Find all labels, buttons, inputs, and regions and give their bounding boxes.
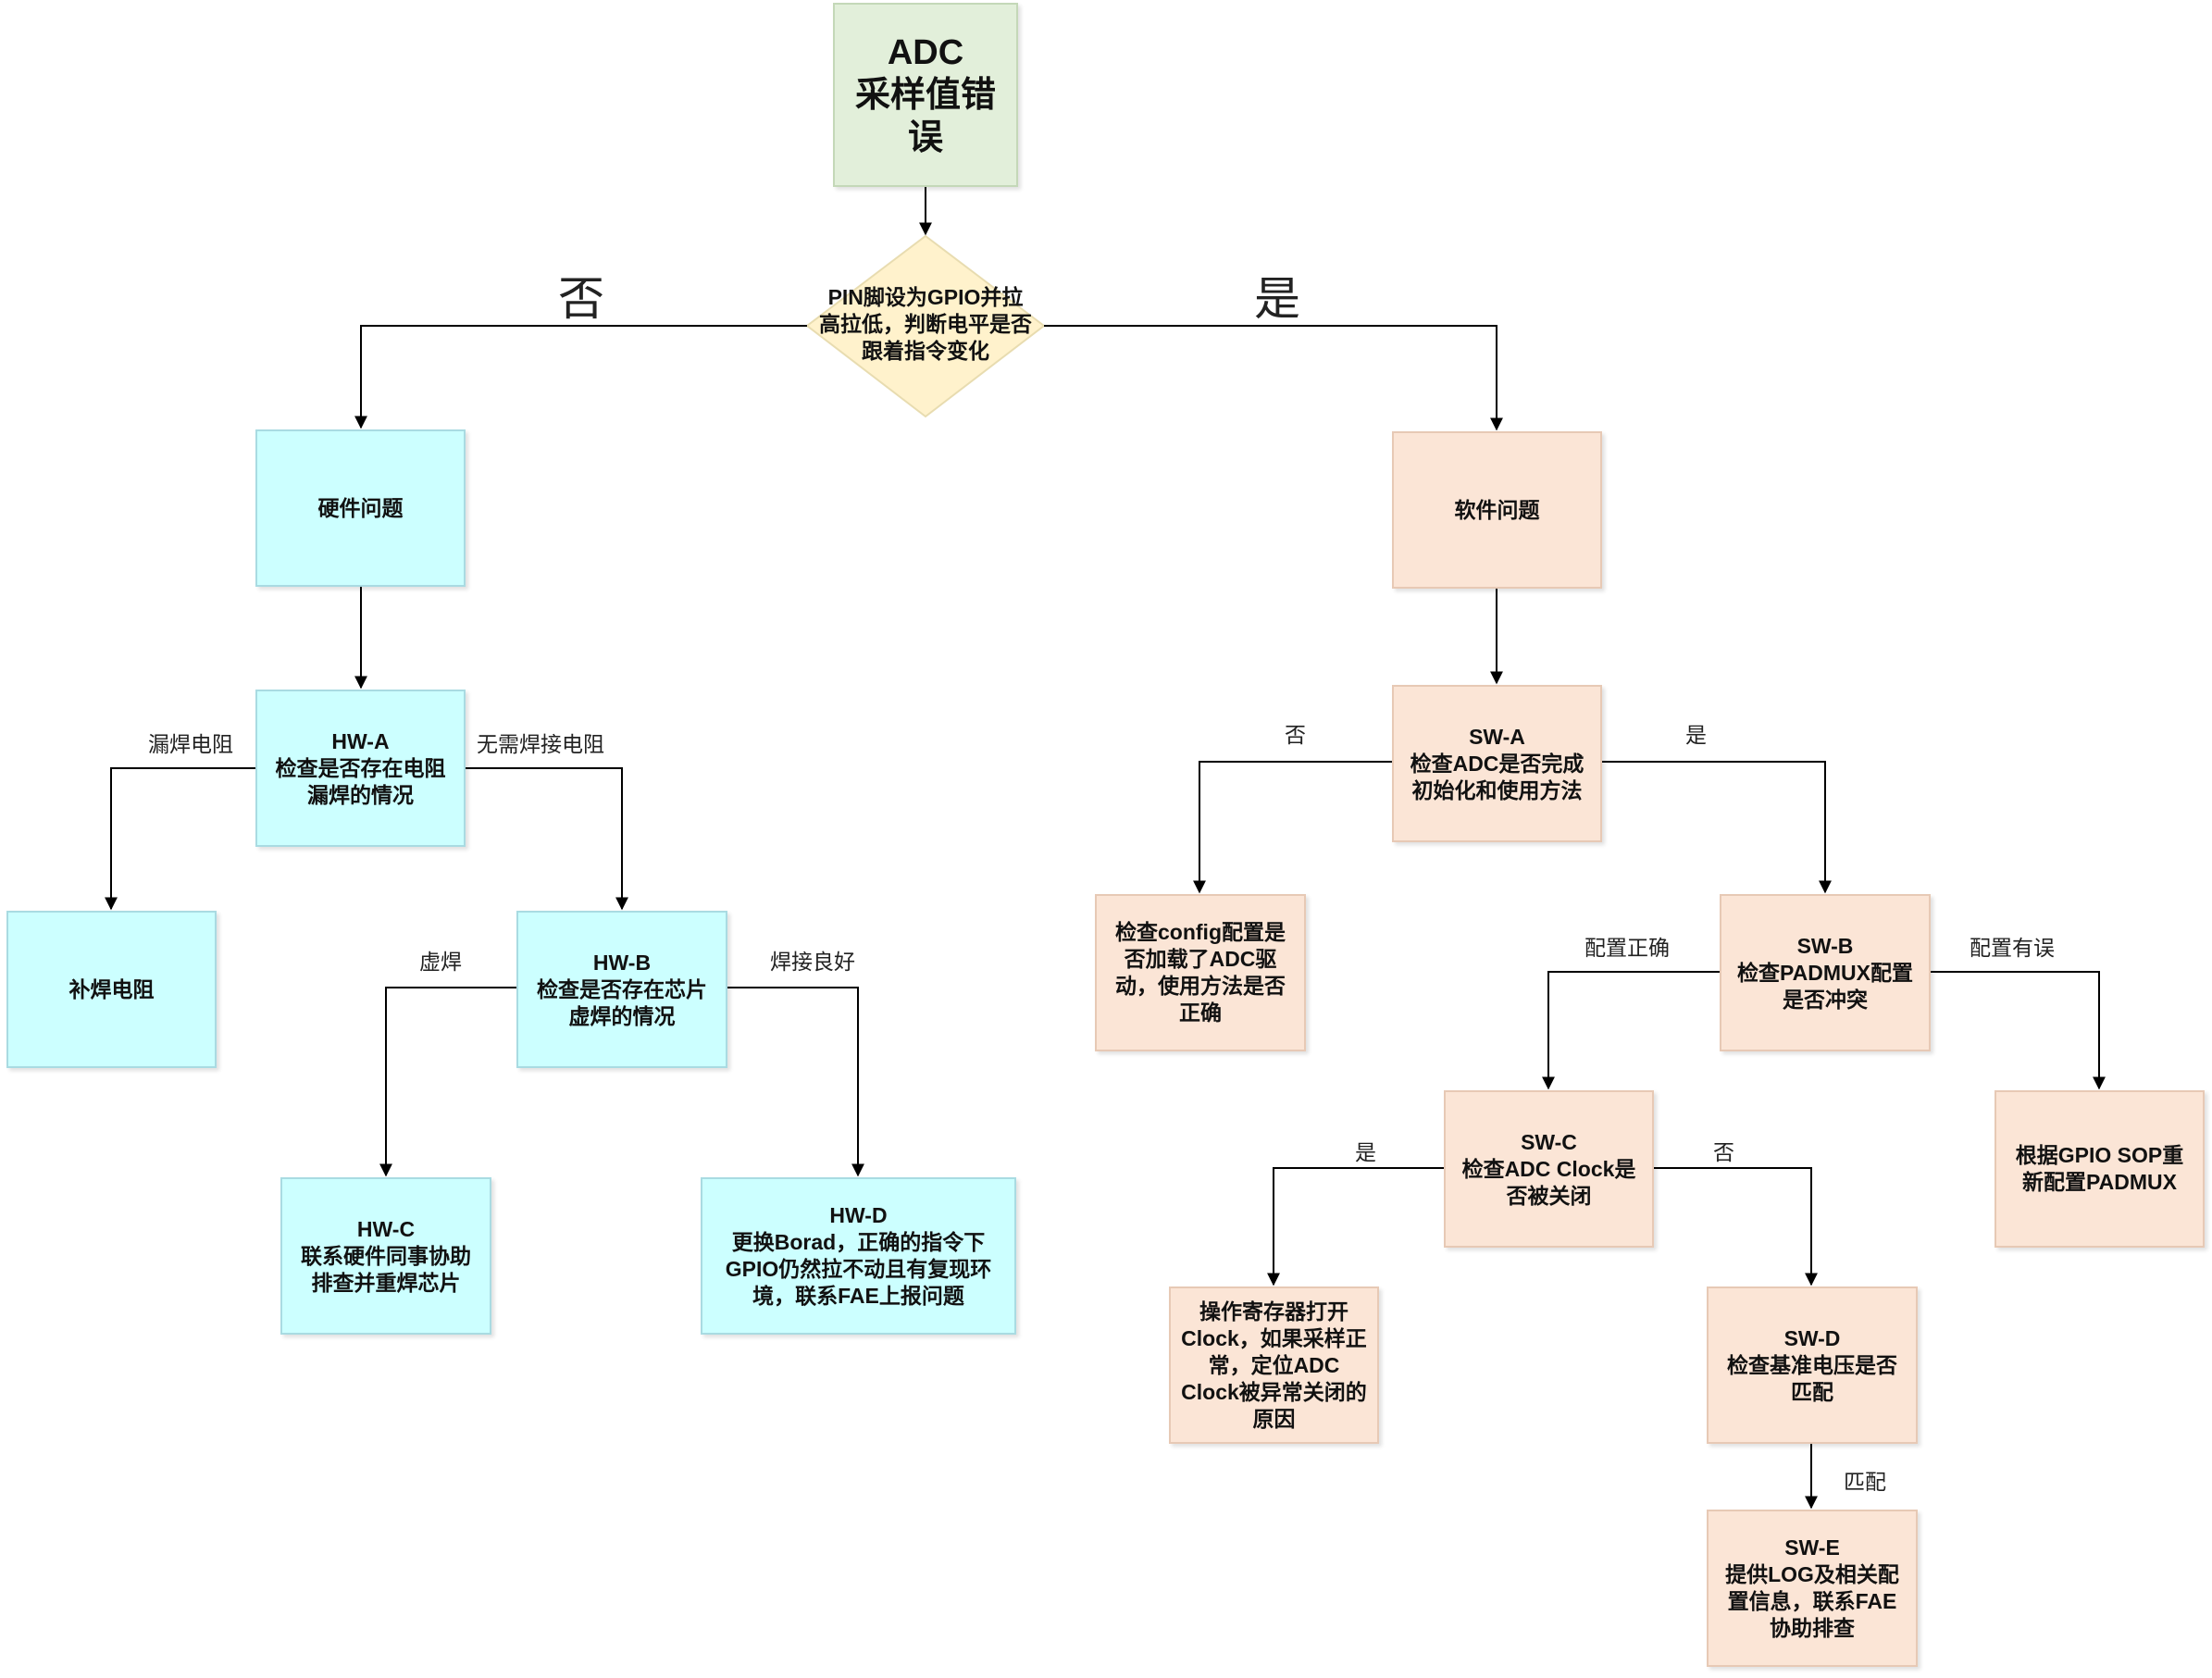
sw-d-node: SW-D 检查基准电压是否 匹配 — [1707, 1286, 1918, 1444]
sw-padmux-reconfig-node: 根据GPIO SOP重 新配置PADMUX — [1995, 1090, 2205, 1248]
edge-swc-clock — [1267, 1167, 1444, 1286]
edge-label-swd-match: 匹配 — [1844, 1470, 1886, 1494]
edge-swb-padmux — [1931, 971, 2106, 1090]
edge-label-swa-no: 否 — [1285, 723, 1306, 747]
sw-b-node: SW-B 检查PADMUX配置 是否冲突 — [1720, 894, 1931, 1051]
decision-node-text: PIN脚设为GPIO并拉 高拉低，判断电平是否 跟着指令变化 — [819, 285, 1032, 363]
sw-config-check-node: 检查config配置是 否加载了ADC驱 动，使用方法是否 正确 — [1095, 894, 1306, 1051]
edge-label-hwb-ok: 焊接良好 — [770, 950, 855, 974]
edge-decision-hw — [354, 325, 807, 429]
edge-label-decision-yes: 是 — [1254, 273, 1300, 325]
edge-hwb-hwc — [379, 987, 516, 1177]
edge-label-hwa-ok: 无需焊接电阻 — [477, 732, 604, 756]
edge-swa-swb — [1601, 761, 1832, 894]
edge-label-hwb-cold: 虚焊 — [419, 950, 462, 974]
edge-label-swb-ok: 配置正确 — [1584, 936, 1670, 960]
hw-d-node: HW-D 更换Borad，正确的指令下 GPIO仍然拉不动且有复现环 境，联系F… — [701, 1177, 1016, 1335]
decision-diamond — [805, 234, 1046, 418]
hw-fix-resistor-node: 补焊电阻 — [6, 911, 217, 1068]
edge-label-hwa-missing: 漏焊电阻 — [148, 732, 233, 756]
edge-label-swa-yes: 是 — [1685, 723, 1707, 747]
edge-label-swb-err: 配置有误 — [1970, 936, 2055, 960]
start-node: ADC 采样值错误 — [833, 3, 1018, 187]
edge-label-swc-yes: 是 — [1355, 1140, 1376, 1164]
sw-a-node: SW-A 检查ADC是否完成 初始化和使用方法 — [1392, 685, 1602, 842]
sw-clock-fix-node: 操作寄存器打开 Clock，如果采样正 常，定位ADC Clock被异常关闭的 … — [1169, 1286, 1379, 1444]
edge-label-swc-no: 否 — [1713, 1140, 1734, 1164]
edge-hwa-hwb — [465, 767, 628, 911]
hw-c-node: HW-C 联系硬件同事协助 排查并重焊芯片 — [280, 1177, 491, 1335]
hardware-issue-node: 硬件问题 — [255, 429, 466, 587]
sw-e-node: SW-E 提供LOG及相关配 置信息，联系FAE 协助排查 — [1707, 1510, 1918, 1667]
software-issue-node: 软件问题 — [1392, 431, 1602, 589]
edge-hwa-fix — [105, 767, 255, 911]
edge-hwb-hwd — [727, 987, 864, 1177]
edge-swa-config — [1193, 761, 1392, 894]
edge-decision-sw — [1044, 325, 1503, 431]
edge-label-decision-no: 否 — [558, 273, 604, 325]
edge-swb-swc — [1542, 971, 1720, 1090]
hw-a-node: HW-A 检查是否存在电阻 漏焊的情况 — [255, 690, 466, 847]
sw-c-node: SW-C 检查ADC Clock是 否被关闭 — [1444, 1090, 1654, 1248]
hw-b-node: HW-B 检查是否存在芯片 虚焊的情况 — [516, 911, 727, 1068]
edge-swc-swd — [1653, 1167, 1818, 1286]
